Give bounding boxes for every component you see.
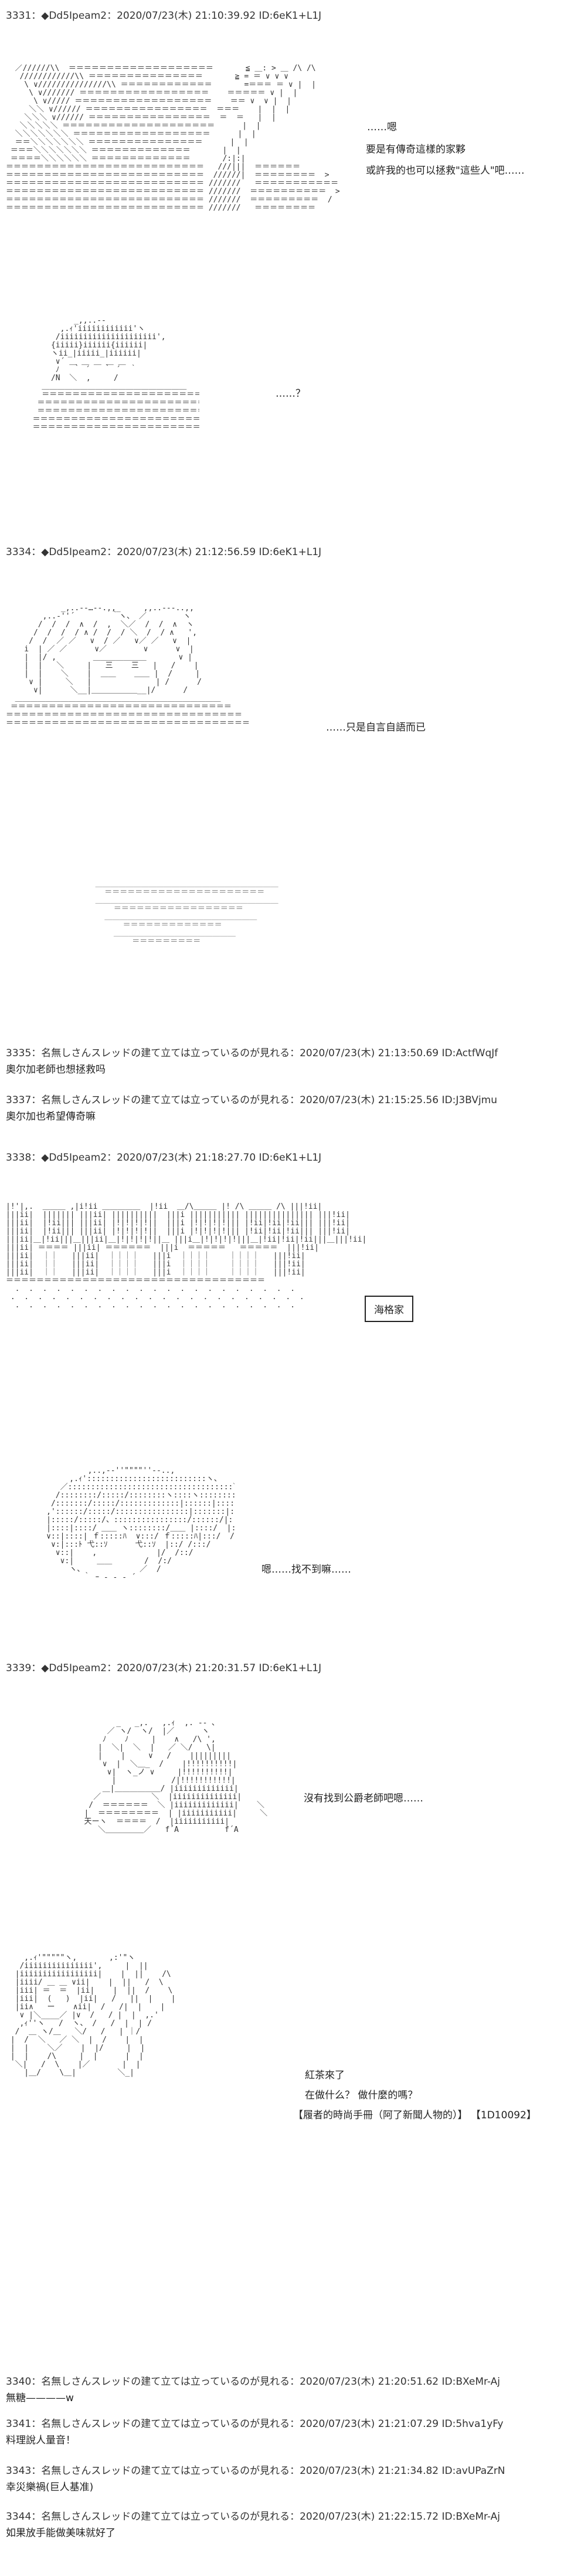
ascii-art-block: ,..,-‐''""""''‐-.., ,.ｨ'::::::::::::::::… (46, 1467, 235, 1582)
reply-text: 奧尔加也希望傳奇嘛 (6, 1111, 96, 1123)
post-header: 3340：名無しさんスレッドの建て立ては立っているのが見れる：2020/07/2… (6, 2376, 501, 2388)
reply-text: 幸災樂禍(巨人基准) (6, 2482, 94, 2493)
post-header: 3341：名無しさんスレッドの建て立ては立っているのが見れる：2020/07/2… (6, 2418, 504, 2430)
dialog-line: 沒有找到公爵老師吧嗯…… (304, 1793, 423, 1804)
location-box: 海格家 (365, 1296, 413, 1322)
post-header: 3335：名無しさんスレッドの建て立ては立っているのが見れる：2020/07/2… (6, 1047, 498, 1059)
reply-text: 如果放手能做美味就好了 (6, 2527, 115, 2539)
dialog-line: 或許我的也可以拯救"這些人"吧…… (366, 165, 525, 177)
post-header: 3343：名無しさんスレッドの建て立ては立っているのが見れる：2020/07/2… (6, 2465, 505, 2477)
dialog-line: 要是有傳奇這樣的家夥 (366, 144, 466, 155)
dialog-line: ……只是自言自語而已 (326, 722, 426, 733)
dialog-line: ……嗯 (367, 121, 397, 133)
dialog-line: 嗯……找不到嘛…… (261, 1564, 351, 1576)
reply-text: 無糖————w (6, 2392, 74, 2404)
ascii-art-block: ,.ｨ'"""""ヽ, ,:'"ヽ /iiiiiiiiiiiiiii', | |… (10, 1954, 176, 2077)
reply-text: 料理說人量音！ (6, 2435, 76, 2446)
ascii-art-block: ＿＿＿＿＿＿＿＿＿＿＿＿＿＿＿＿＿＿＿＿＿＿＿＿ ＝＝＝＝＝＝＝＝＝＝＝＝＝＝＝… (95, 880, 278, 946)
ascii-art-block: |!'|,. ＿＿＿ ,|i!ii ＿＿＿＿＿ |!ii ＿/\＿＿＿ |! /… (6, 1203, 367, 1310)
ascii-art-block: _ _,. ,.ｨ ,. -‐ ､ ／ ヽ/ ヽ/ |／ ヽ ﾉ ﾉ | ∧ /… (84, 1719, 268, 1834)
dialog-aside: ……？ (276, 388, 305, 400)
post-header: 3338：◆Dd5Ipeam2：2020/07/23(木) 21:18:27.7… (6, 1152, 322, 1164)
post-header: 3337：名無しさんスレッドの建て立ては立っているのが見れる：2020/07/2… (6, 1094, 498, 1106)
dialog-line: 紅茶來了 (305, 2070, 345, 2081)
dialog-line: 【履者的時尚手冊（阿了新聞人物的）】 【1D10092】 (293, 2110, 536, 2121)
post-header: 3334：◆Dd5Ipeam2：2020/07/23(木) 21:12:56.5… (6, 546, 322, 558)
ascii-art-block: ／//////\\ ＝＝＝＝＝＝＝＝＝＝＝＝＝＝＝＝＝＝＝ ≦ ＿: > ＿ /… (6, 65, 340, 212)
ascii-art-block: _,,..-- ,.ｨ'iiiiiiiiiiii'ヽ /iiiiiiiiiiii… (32, 317, 199, 432)
post-header: 3339：◆Dd5Ipeam2：2020/07/23(木) 21:20:31.5… (6, 1662, 322, 1674)
post-header: 3344：名無しさんスレッドの建て立ては立っているのが見れる：2020/07/2… (6, 2511, 501, 2523)
reply-text: 奧尔加老師也想拯救吗 (6, 1064, 106, 1076)
ascii-art-block: _,..-‐…‐-.,,_ ,,..-‐-..,, ,..-''´ ｀ヽ、 ／ … (6, 604, 250, 728)
post-header: 3331：◆Dd5Ipeam2：2020/07/23(木) 21:10:39.9… (6, 10, 322, 22)
dialog-line: 在做什么？ 做什麼的嗎？ (305, 2090, 418, 2101)
